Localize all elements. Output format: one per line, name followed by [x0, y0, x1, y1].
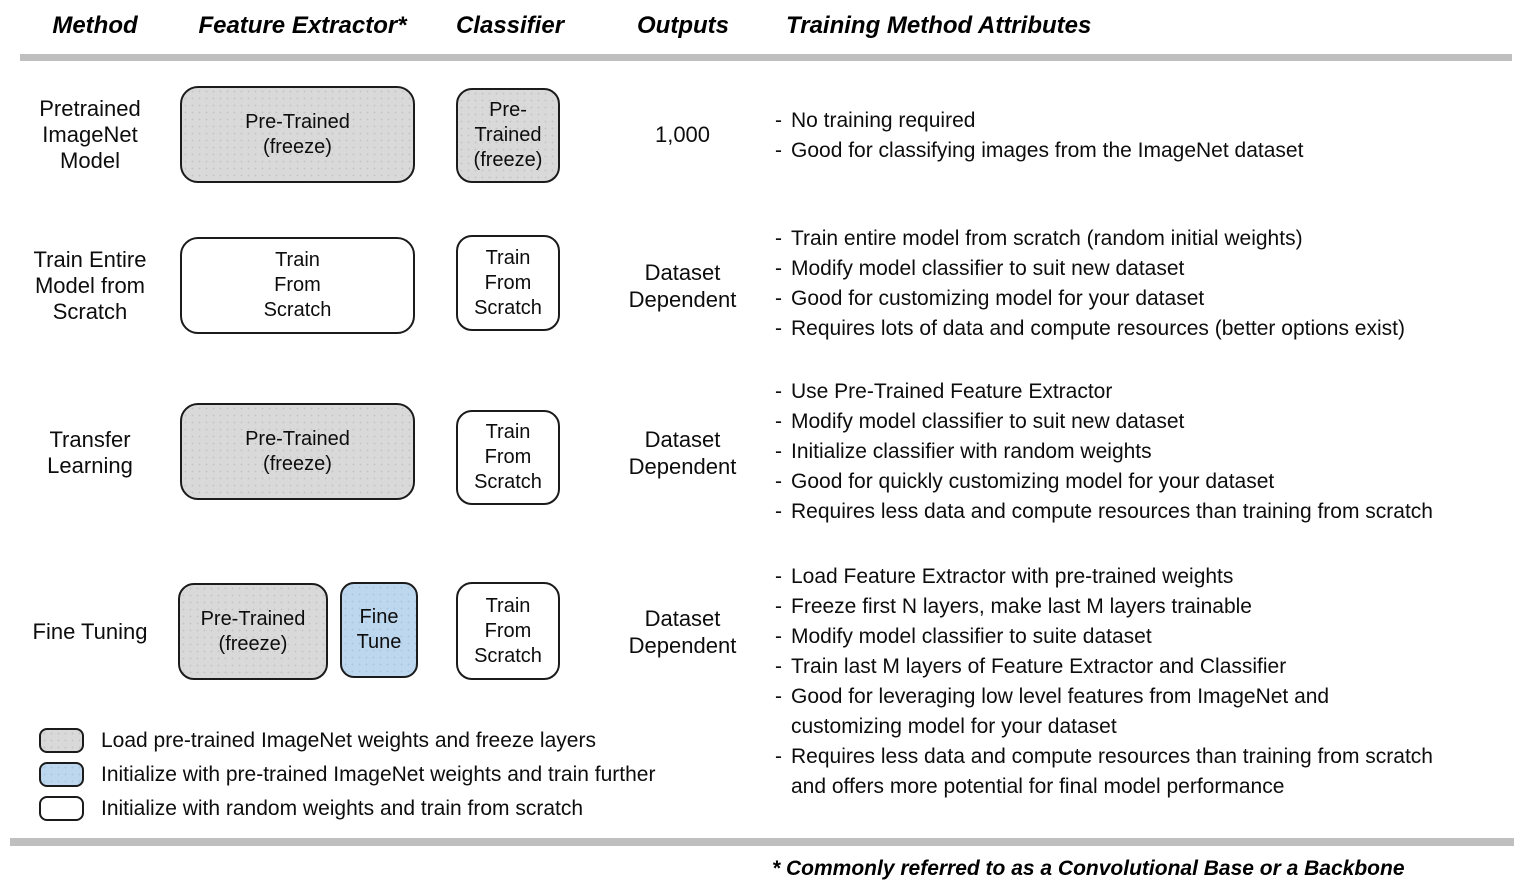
bullet-dash: -	[775, 595, 782, 618]
attributes-list-finetune: -Load Feature Extractor with pre-trained…	[775, 562, 1525, 802]
classifier-box-transfer: Train From Scratch	[456, 410, 560, 505]
attribute-text: Good for leveraging low level features f…	[791, 685, 1330, 738]
column-header-outputs: Outputs	[637, 12, 729, 39]
attribute-item: -Modify model classifier to suit new dat…	[775, 407, 1525, 437]
attribute-text: Good for customizing model for your data…	[791, 287, 1205, 310]
bullet-dash: -	[775, 655, 782, 678]
feature-extractor-box-finetune-frozen: Pre-Trained (freeze)	[178, 583, 328, 680]
attribute-text: Freeze first N layers, make last M layer…	[791, 595, 1252, 618]
bullet-dash: -	[775, 317, 782, 340]
bullet-dash: -	[775, 625, 782, 648]
attribute-item: -No training required	[775, 106, 1525, 136]
legend-item-fine-tune: Initialize with pre-trained ImageNet wei…	[39, 762, 655, 787]
attribute-text: Good for classifying images from the Ima…	[791, 139, 1304, 162]
column-header-method: Method	[52, 12, 138, 39]
bullet-dash: -	[775, 109, 782, 132]
bullet-dash: -	[775, 380, 782, 403]
bullet-dash: -	[775, 227, 782, 250]
attributes-list-scratch: -Train entire model from scratch (random…	[775, 224, 1525, 344]
feature-extractor-box-pretrained: Pre-Trained (freeze)	[180, 86, 415, 183]
attributes-list-transfer: -Use Pre-Trained Feature Extractor -Modi…	[775, 377, 1525, 527]
bullet-dash: -	[775, 287, 782, 310]
attributes-list-pretrained: -No training required -Good for classify…	[775, 106, 1525, 166]
bullet-dash: -	[775, 565, 782, 588]
feature-extractor-box-scratch: Train From Scratch	[180, 237, 415, 334]
attribute-item: -Modify model classifier to suite datase…	[775, 622, 1525, 652]
attribute-item: -Good for customizing model for your dat…	[775, 284, 1525, 314]
attribute-text: Train entire model from scratch (random …	[791, 227, 1303, 250]
bullet-dash: -	[775, 440, 782, 463]
attribute-text: Load Feature Extractor with pre-trained …	[791, 565, 1234, 588]
footer-divider	[10, 838, 1514, 846]
header-divider	[20, 54, 1512, 61]
attribute-item: -Train entire model from scratch (random…	[775, 224, 1525, 254]
footnote: * Commonly referred to as a Convolutiona…	[772, 857, 1405, 880]
attribute-text: Modify model classifier to suite dataset	[791, 625, 1152, 648]
attribute-item: -Use Pre-Trained Feature Extractor	[775, 377, 1525, 407]
attribute-text: No training required	[791, 109, 976, 132]
classifier-box-pretrained: Pre-Trained (freeze)	[456, 88, 560, 183]
method-label-train-from-scratch: Train Entire Model from Scratch	[33, 246, 147, 324]
attribute-text: Train last M layers of Feature Extractor…	[791, 655, 1287, 678]
bullet-dash: -	[775, 257, 782, 280]
attribute-item: -Initialize classifier with random weigh…	[775, 437, 1525, 467]
legend-label-frozen: Load pre-trained ImageNet weights and fr…	[101, 728, 596, 752]
attribute-item: -Requires less data and compute resource…	[775, 742, 1525, 802]
method-label-pretrained-imagenet: Pretrained ImageNet Model	[39, 95, 141, 173]
column-header-feature-extractor: Feature Extractor*	[198, 12, 407, 39]
attribute-text: Modify model classifier to suit new data…	[791, 410, 1185, 433]
attribute-text: Requires lots of data and compute resour…	[791, 317, 1405, 340]
legend-swatch-random	[39, 796, 84, 821]
attribute-item: -Requires less data and compute resource…	[775, 497, 1525, 527]
outputs-value-finetune: Dataset Dependent	[628, 605, 737, 658]
attribute-item: -Freeze first N layers, make last M laye…	[775, 592, 1525, 622]
attribute-text: Modify model classifier to suit new data…	[791, 257, 1185, 280]
column-header-training-method-attributes: Training Method Attributes	[786, 12, 1092, 39]
classifier-box-scratch: Train From Scratch	[456, 235, 560, 331]
column-header-classifier: Classifier	[455, 12, 565, 39]
attribute-text: Initialize classifier with random weight…	[791, 440, 1152, 463]
legend-label-fine-tune: Initialize with pre-trained ImageNet wei…	[101, 762, 656, 786]
bullet-dash: -	[775, 685, 782, 708]
attribute-text: Good for quickly customizing model for y…	[791, 470, 1275, 493]
feature-extractor-box-finetune-trainable: Fine Tune	[340, 582, 418, 678]
bullet-dash: -	[775, 745, 782, 768]
attribute-item: -Modify model classifier to suit new dat…	[775, 254, 1525, 284]
attribute-item: -Good for quickly customizing model for …	[775, 467, 1525, 497]
bullet-dash: -	[775, 139, 782, 162]
outputs-value-transfer: Dataset Dependent	[628, 427, 737, 479]
bullet-dash: -	[775, 470, 782, 493]
legend-label-random: Initialize with random weights and train…	[101, 796, 584, 820]
bullet-dash: -	[775, 410, 782, 433]
legend-swatch-frozen	[39, 728, 84, 753]
legend-swatch-fine-tune	[39, 762, 84, 787]
outputs-value-scratch: Dataset Dependent	[628, 259, 737, 312]
bullet-dash: -	[775, 500, 782, 523]
legend-item-frozen: Load pre-trained ImageNet weights and fr…	[39, 728, 596, 753]
classifier-box-finetune: Train From Scratch	[456, 582, 560, 680]
legend-item-random: Initialize with random weights and train…	[39, 796, 583, 821]
attribute-item: -Good for classifying images from the Im…	[775, 136, 1525, 166]
attribute-text: Requires less data and compute resources…	[791, 500, 1433, 523]
method-label-transfer-learning: Transfer Learning	[47, 427, 133, 478]
attribute-item: -Load Feature Extractor with pre-trained…	[775, 562, 1525, 592]
attribute-text: Use Pre-Trained Feature Extractor	[791, 380, 1113, 403]
outputs-value-pretrained: 1,000	[654, 122, 711, 147]
attribute-text: Requires less data and compute resources…	[791, 745, 1433, 798]
attribute-item: -Good for leveraging low level features …	[775, 682, 1525, 742]
attribute-item: -Train last M layers of Feature Extracto…	[775, 652, 1525, 682]
method-label-fine-tuning: Fine Tuning	[32, 618, 148, 644]
feature-extractor-box-transfer: Pre-Trained (freeze)	[180, 403, 415, 500]
attribute-item: -Requires lots of data and compute resou…	[775, 314, 1525, 344]
